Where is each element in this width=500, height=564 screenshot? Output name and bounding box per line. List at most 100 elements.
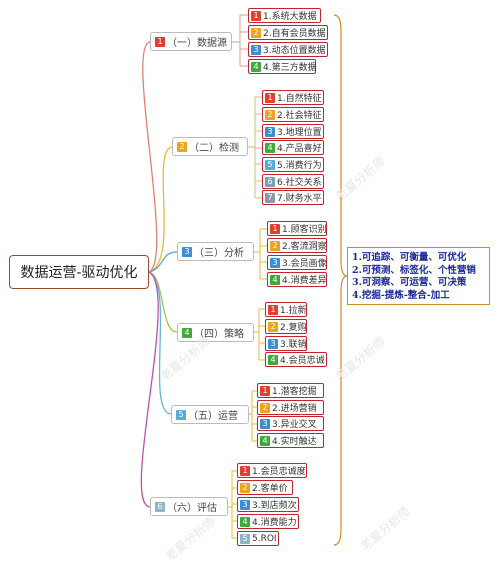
item-label: 1.拉新 (280, 306, 307, 316)
item-label: 3.动态位置数据 (263, 46, 326, 56)
branch-label: （一）数据源 (167, 38, 227, 49)
summary-line: 3.可洞察、可运营、可决策 (352, 277, 467, 288)
item-label: 2.客流洞察 (282, 242, 327, 252)
branch-label: （二）检测 (189, 143, 239, 154)
item-number-badge: 4 (240, 516, 250, 527)
item-label: 2.复购 (280, 323, 307, 333)
item-number-badge: 1 (265, 92, 275, 103)
item-label: 4.产品喜好 (277, 144, 322, 154)
item-label: 4.实时触达 (272, 437, 317, 447)
item-label: 4.消费差异 (282, 276, 327, 286)
connector-line (148, 146, 173, 273)
item-number-badge: 2 (270, 240, 280, 251)
branch-label: （四）策略 (194, 329, 244, 340)
summary-box[interactable]: 1.可追踪、可衡量、可优化 2.可预测、标签化、个性营销 3.可洞察、可运营、可… (347, 247, 490, 305)
branch-data-source[interactable]: 1 （一）数据源 (150, 32, 232, 51)
item-label: 1.自然特征 (277, 94, 322, 104)
item-number-badge: 4 (251, 61, 261, 72)
item-number-badge: 4 (268, 354, 278, 365)
item-number-badge: 2 (268, 321, 278, 332)
item-number-badge: 5 (240, 533, 250, 544)
item-label: 4.第三方数据 (263, 63, 317, 73)
item-number-badge: 1 (270, 223, 280, 234)
branch-number-badge: 2 (177, 141, 187, 152)
summary-line: 4.挖掘-提炼-整合-加工 (352, 289, 450, 301)
branch-number-badge: 1 (155, 36, 165, 47)
item-number-badge: 3 (240, 499, 250, 510)
item-number-badge: 1 (240, 465, 250, 476)
branch-label: （五）运营 (188, 411, 238, 422)
branch-number-badge: 3 (182, 246, 192, 257)
branch-strategy[interactable]: 4 （四）策略 (177, 323, 254, 342)
item-number-badge: 2 (240, 482, 250, 493)
central-topic[interactable]: 数据运营-驱动优化 (9, 255, 149, 289)
item-number-badge: 4 (260, 435, 270, 446)
item-label: 3.到店频次 (252, 501, 297, 511)
branch-operation[interactable]: 5 （五）运营 (171, 405, 249, 424)
item-label: 2.自有会员数据 (263, 29, 326, 39)
connector-line (148, 271, 178, 333)
branch-number-badge: 5 (176, 409, 186, 420)
item-label: 6.社交关系 (277, 178, 322, 188)
item-number-badge: 3 (265, 126, 275, 137)
branch-evaluation[interactable]: 6 （六）评估 (150, 497, 228, 516)
item-number-badge: 7 (265, 192, 275, 203)
item-label: 1.会员忠诚度 (252, 467, 306, 477)
item-number-badge: 3 (251, 44, 261, 55)
item-label: 1.系统大数据 (263, 12, 317, 22)
item-number-badge: 4 (265, 142, 275, 153)
item-number-badge: 1 (251, 10, 261, 21)
summary-brace (333, 14, 348, 546)
item-label: 1.潜客挖掘 (272, 387, 317, 397)
item-number-badge: 3 (260, 418, 270, 429)
summary-line: 2.可预测、标签化、个性营销 (352, 264, 476, 276)
connector-line (148, 271, 172, 415)
branch-detection[interactable]: 2 （二）检测 (172, 137, 248, 156)
item-label: 3.异业交叉 (272, 420, 317, 430)
item-label: 1.顾客识别 (282, 225, 327, 235)
item-number-badge: 3 (268, 338, 278, 349)
connector-line (140, 271, 159, 508)
item-number-badge: 3 (270, 257, 280, 268)
item-label: 3.会员画像 (282, 259, 327, 269)
item-number-badge: 4 (270, 274, 280, 285)
item-label: 4.消费能力 (252, 518, 297, 528)
branch-number-badge: 6 (155, 501, 165, 512)
item-label: 5.消费行为 (277, 161, 322, 171)
item-number-badge: 1 (260, 385, 270, 396)
connector-line (142, 41, 158, 273)
item-number-badge: 6 (265, 176, 275, 187)
connector-line (148, 251, 178, 273)
branch-analysis[interactable]: 3 （三）分析 (177, 242, 254, 261)
item-label: 7.财务水平 (277, 194, 322, 204)
